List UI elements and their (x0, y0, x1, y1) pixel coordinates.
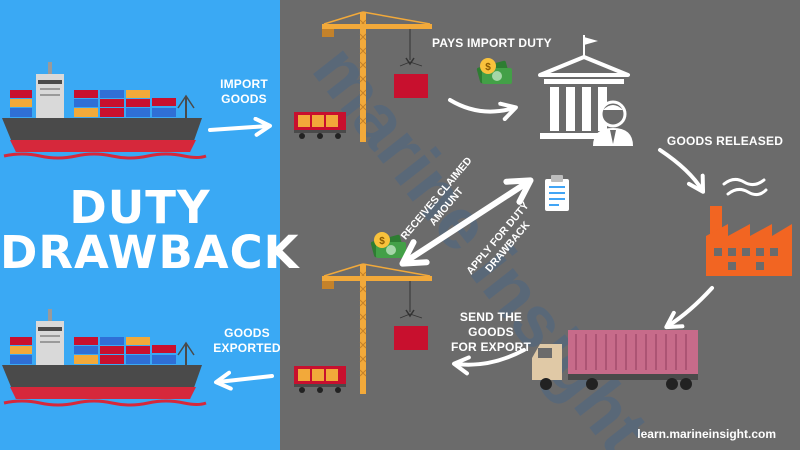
truck-icon (532, 330, 698, 390)
label-goods-released: GOODS RELEASED (666, 134, 784, 148)
factory-icon (706, 177, 792, 276)
arrow-exported (214, 370, 274, 391)
arrow-factory-to-truck (664, 286, 714, 330)
arrow-goods-released (658, 148, 706, 194)
title-line-1: DUTY (69, 181, 211, 234)
arrow-pay-duty (448, 98, 518, 122)
footer-url: learn.marineinsight.com (637, 427, 776, 441)
clipboard-icon (545, 175, 569, 211)
port-cargo-icon (294, 366, 346, 393)
arrow-claim-exchange (399, 177, 534, 267)
title-line-2: DRAWBACK (0, 226, 300, 279)
label-pays-import-duty: PAYS IMPORT DUTY (432, 36, 552, 50)
officer-icon (593, 100, 633, 146)
arrow-import (208, 116, 272, 137)
arrow-send-export (452, 348, 526, 376)
port-cargo-icon (294, 112, 346, 139)
